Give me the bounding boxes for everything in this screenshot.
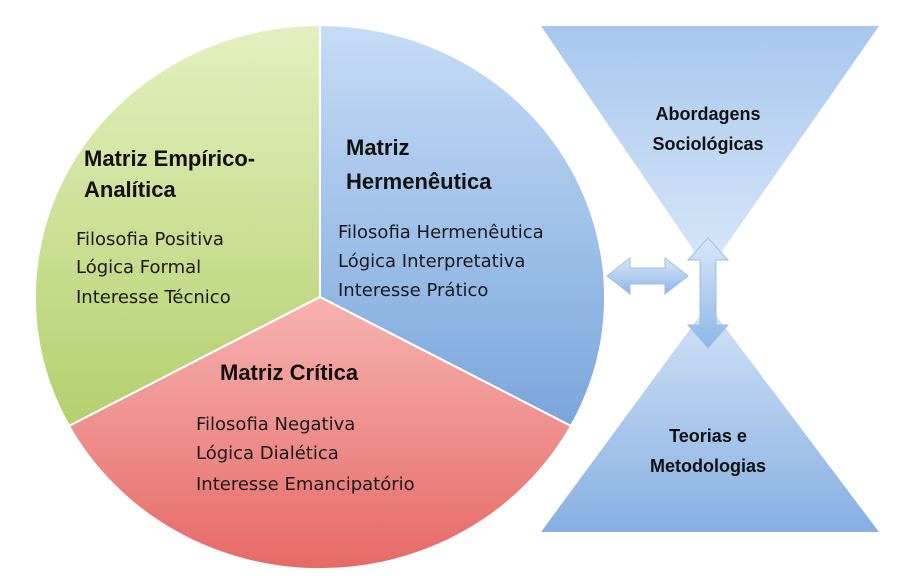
empirico-title-line2: Analítica bbox=[84, 177, 176, 202]
hermeneutica-title-line2: Hermenêutica bbox=[346, 169, 492, 194]
hourglass-top-label-line2: Sociológicas bbox=[652, 134, 763, 154]
hermeneutica-item-2: Lógica Interpretativa bbox=[338, 251, 525, 272]
critica-item-2: Lógica Dialética bbox=[196, 443, 339, 464]
empirico-item-1: Filosofia Positiva bbox=[76, 229, 224, 250]
empirico-title-line1: Matriz Empírico- bbox=[84, 146, 255, 171]
double-arrow-horizontal-icon bbox=[606, 256, 689, 296]
hourglass-bottom-label-line1: Teorias e bbox=[669, 426, 747, 446]
hourglass-bottom-triangle bbox=[537, 301, 884, 534]
hermeneutica-item-1: Filosofia Hermenêutica bbox=[338, 222, 544, 243]
critica-item-1: Filosofia Negativa bbox=[196, 414, 355, 435]
hourglass-bottom-label-line2: Metodologias bbox=[650, 456, 766, 476]
double-arrow-vertical-icon bbox=[686, 237, 730, 349]
sector-hermeneutica bbox=[319, 23, 607, 428]
hourglass-top-triangle bbox=[537, 24, 883, 275]
critica-title: Matriz Crítica bbox=[220, 360, 359, 385]
sector-critica bbox=[67, 295, 573, 571]
hourglass-top-label-line1: Abordagens bbox=[655, 104, 760, 124]
empirico-item-2: Lógica Formal bbox=[76, 257, 201, 278]
sector-empirico-analitica bbox=[33, 23, 321, 428]
hermeneutica-item-3: Interesse Prático bbox=[338, 280, 488, 301]
hermeneutica-title-line1: Matriz bbox=[346, 135, 410, 160]
critica-item-3: Interesse Emancipatório bbox=[196, 474, 415, 495]
empirico-item-3: Interesse Técnico bbox=[76, 287, 231, 308]
